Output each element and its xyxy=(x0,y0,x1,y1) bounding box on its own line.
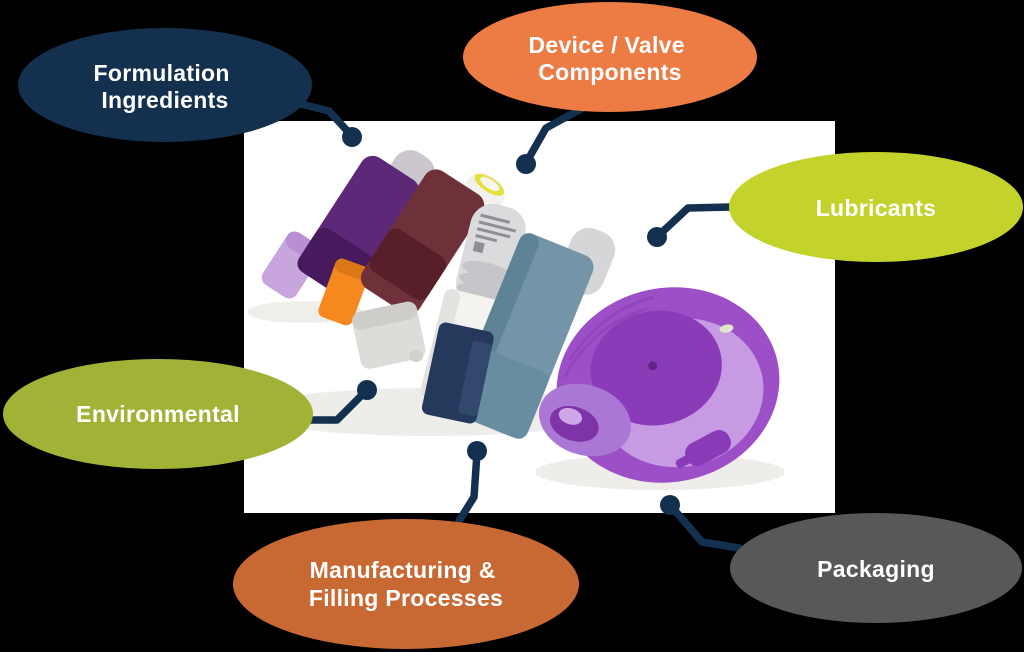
bubble-lubricants: Lubricants xyxy=(729,152,1023,262)
connector-dots xyxy=(342,127,680,515)
actuator-pivot xyxy=(409,350,423,362)
canister-label-line xyxy=(476,227,511,239)
connector-lubricants xyxy=(654,203,735,240)
disc-pinhole xyxy=(648,361,658,371)
canister-label-line xyxy=(478,220,517,233)
bubble-packaging: Packaging xyxy=(730,513,1022,623)
connector-dot xyxy=(660,495,680,515)
bubble-ellipse xyxy=(463,2,757,112)
canister-label-line xyxy=(480,213,511,224)
disc-indicator-dot xyxy=(719,324,734,333)
connector-formulation-ingredients xyxy=(293,99,356,140)
connector-dot xyxy=(516,154,536,174)
bubble-ellipse xyxy=(730,513,1022,623)
bubble-ellipse xyxy=(729,152,1023,262)
bubble-ellipse xyxy=(18,28,312,142)
bubble-label: Environmental xyxy=(76,401,240,427)
connector-dot xyxy=(647,227,667,247)
connector-device-valve-components xyxy=(522,105,585,167)
bubble-label: Lubricants xyxy=(816,195,937,221)
connector-packaging xyxy=(667,502,743,552)
bubble-formulation-ingredients: Formulation Ingredients xyxy=(18,28,312,142)
connector-dot xyxy=(342,127,362,147)
disc-ridge xyxy=(562,307,649,379)
disc-thumb-grip xyxy=(675,430,731,468)
bubble-label: Packaging xyxy=(817,556,935,582)
canister-label-mark xyxy=(472,241,485,254)
blue-inhaler xyxy=(421,227,616,439)
inhaler-photo xyxy=(244,121,835,513)
connectors xyxy=(293,99,743,552)
bubble-ellipse xyxy=(3,359,313,469)
orange-cap xyxy=(318,258,370,326)
bubble-device-valve-components: Device / Valve Components xyxy=(463,2,757,112)
bubble-environmental: Environmental xyxy=(3,359,313,469)
connector-dot xyxy=(357,380,377,400)
connector-environmental xyxy=(306,387,370,424)
bubble-manufacturing-filling-processes: Manufacturing & Filling Processes xyxy=(233,519,579,649)
purple-inhaler xyxy=(261,150,435,299)
bubble-label: Device / Valve Components xyxy=(528,32,691,85)
disc-ridge xyxy=(568,295,654,361)
bubble-label: Manufacturing & Filling Processes xyxy=(309,557,503,611)
bubbles: Formulation Ingredients Device / Valve C… xyxy=(3,2,1023,649)
disc-inhaler xyxy=(539,287,780,483)
connector-dot xyxy=(467,441,487,461)
connector-manufacturing-filling xyxy=(455,449,481,525)
bubble-label: Formulation Ingredients xyxy=(94,60,237,113)
bubble-ellipse xyxy=(233,519,579,649)
canister-label-line xyxy=(475,234,498,243)
